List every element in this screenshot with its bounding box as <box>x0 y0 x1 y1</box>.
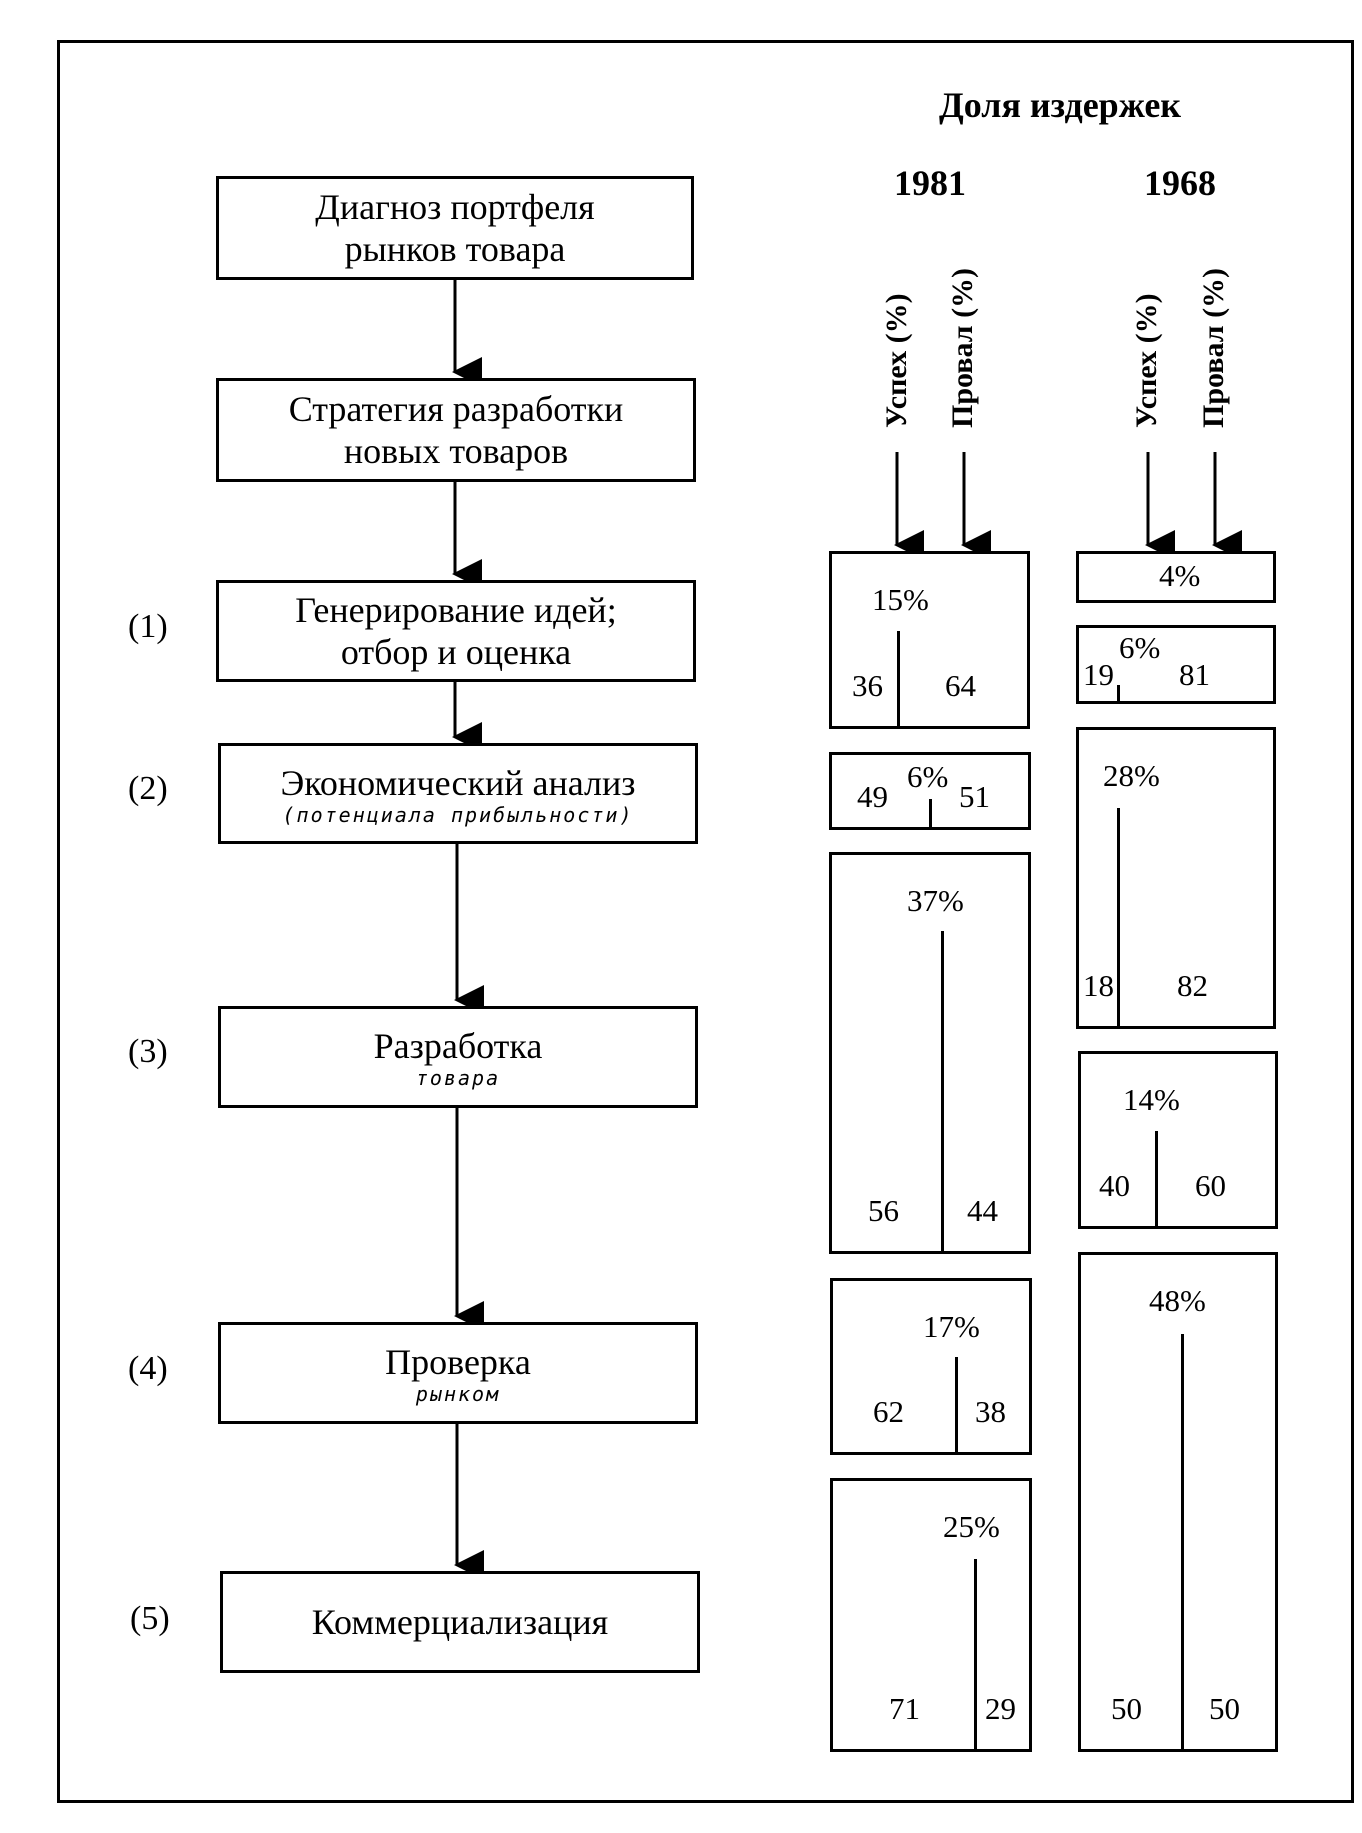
cost-box-1968-stage-4-5: 48% 50 50 <box>1078 1252 1278 1752</box>
cost-box-1981-stage-3: 37% 56 44 <box>829 852 1031 1254</box>
stage-number: (4) <box>128 1350 168 1387</box>
split-line <box>1117 808 1120 1026</box>
cost-share: 28% <box>1103 758 1160 793</box>
stage-idea-generation: Генерирование идей; отбор и оценка <box>216 580 696 682</box>
success-value: 49 <box>857 779 888 814</box>
stage-new-product-strategy: Стратегия разработки новых товаров <box>216 378 696 482</box>
failure-value: 51 <box>959 779 990 814</box>
cost-share: 15% <box>872 582 929 617</box>
failure-value: 64 <box>945 668 976 703</box>
stage-commercialization: Коммерциализация <box>220 1571 700 1673</box>
cost-share: 37% <box>907 883 964 918</box>
cost-box-1968-stage-1: 6% 19 81 <box>1076 625 1276 704</box>
handwritten-note: (потенциала прибыльности) <box>282 802 634 827</box>
failure-label-1981: Провал (%) <box>946 267 979 428</box>
stage-market-testing: Проверка рынком <box>218 1322 698 1424</box>
success-value: 50 <box>1111 1691 1142 1726</box>
cost-share: 6% <box>1119 630 1161 665</box>
success-value: 56 <box>868 1193 899 1228</box>
split-line <box>955 1357 958 1452</box>
stage-number: (1) <box>128 608 168 645</box>
cost-share: 14% <box>1123 1082 1180 1117</box>
stage-label-line: Экономический анализ <box>280 762 636 803</box>
failure-value: 44 <box>967 1193 998 1228</box>
handwritten-note: рынком <box>415 1382 501 1406</box>
stage-label-line: Диагноз портфеля <box>315 187 595 227</box>
cost-share: 48% <box>1149 1283 1206 1318</box>
stage-label-line: рынков товара <box>344 229 566 269</box>
cost-share: 4% <box>1159 558 1201 593</box>
failure-value: 38 <box>975 1394 1006 1429</box>
stage-portfolio-diagnosis: Диагноз портфеля рынков товара <box>216 176 694 280</box>
cost-box-1968-stage-2: 28% 18 82 <box>1076 727 1276 1029</box>
cost-box-1981-stage-4: 17% 62 38 <box>830 1278 1032 1455</box>
failure-value: 81 <box>1179 657 1210 692</box>
stage-development: Разработка товара <box>218 1006 698 1108</box>
outer-frame <box>57 40 1354 1803</box>
cost-box-1968-strategy: 4% <box>1076 551 1276 603</box>
split-line <box>1155 1131 1158 1226</box>
success-label-1968: Успех (%) <box>1130 293 1163 428</box>
handwritten-note: товара <box>415 1066 501 1090</box>
stage-number: (5) <box>130 1600 170 1637</box>
stage-label-line: Проверка <box>385 1342 531 1382</box>
split-line <box>1181 1334 1184 1749</box>
stage-label-line: Разработка <box>373 1026 543 1066</box>
stage-economic-analysis: Экономический анализ (потенциала прибыль… <box>218 743 698 844</box>
cost-box-1981-stage-1: 15% 36 64 <box>829 551 1030 729</box>
split-line <box>941 931 944 1251</box>
split-line <box>974 1559 977 1749</box>
success-value: 19 <box>1083 657 1114 692</box>
cost-share: 17% <box>923 1309 980 1344</box>
stage-number: (3) <box>128 1033 168 1070</box>
cost-box-1968-stage-3: 14% 40 60 <box>1078 1051 1278 1229</box>
stage-label-line: Коммерциализация <box>311 1602 609 1642</box>
cost-share-title: Доля издержек <box>938 85 1182 125</box>
year-1968-header: 1968 <box>1144 163 1216 203</box>
stage-label-line: Стратегия разработки <box>288 389 624 429</box>
success-value: 71 <box>889 1691 920 1726</box>
cost-box-1981-stage-5: 25% 71 29 <box>830 1478 1032 1752</box>
cost-box-1981-stage-2: 6% 49 51 <box>829 752 1031 830</box>
success-label-1981: Успех (%) <box>880 293 913 428</box>
split-line <box>1117 685 1120 701</box>
stage-number: (2) <box>128 770 168 807</box>
stage-label-line: новых товаров <box>343 431 569 471</box>
success-value: 36 <box>852 668 883 703</box>
failure-value: 60 <box>1195 1168 1226 1203</box>
success-value: 62 <box>873 1394 904 1429</box>
split-line <box>929 799 932 827</box>
failure-value: 82 <box>1177 968 1208 1003</box>
success-value: 40 <box>1099 1168 1130 1203</box>
stage-label-line: отбор и оценка <box>340 632 572 672</box>
year-1981-header: 1981 <box>894 163 966 203</box>
success-value: 18 <box>1083 968 1114 1003</box>
cost-share: 6% <box>907 759 949 794</box>
split-line <box>897 631 900 726</box>
failure-value: 29 <box>985 1691 1016 1726</box>
failure-value: 50 <box>1209 1691 1240 1726</box>
stage-label-line: Генерирование идей; <box>295 590 617 630</box>
failure-label-1968: Провал (%) <box>1197 267 1230 428</box>
cost-share: 25% <box>943 1509 1000 1544</box>
